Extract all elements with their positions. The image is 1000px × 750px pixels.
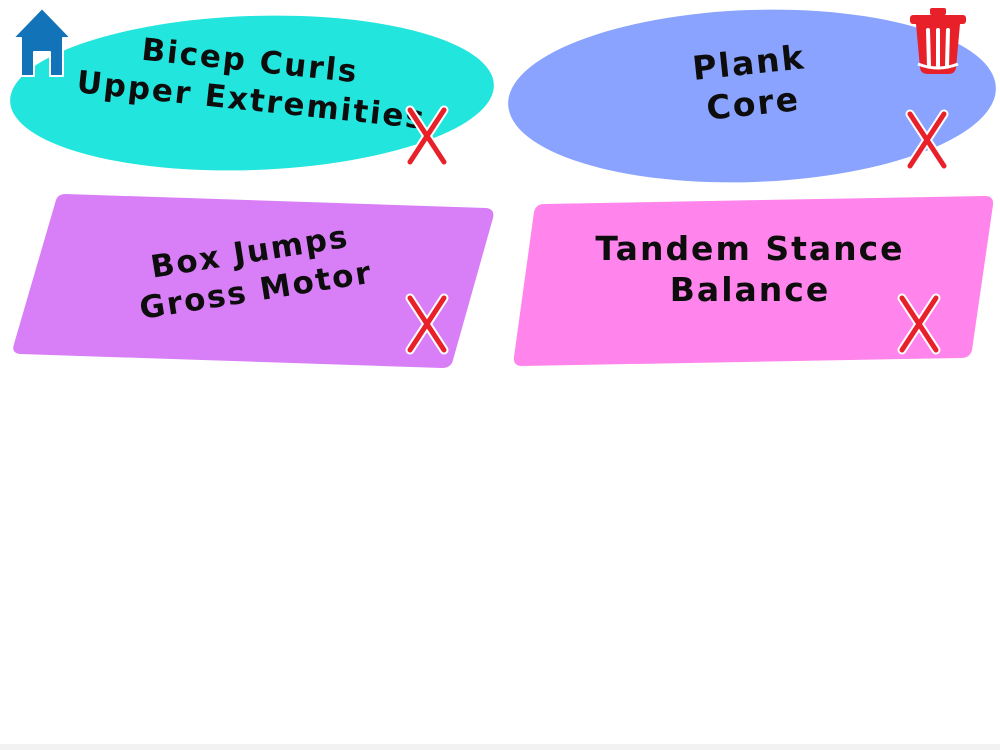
exercise-card-tandem-stance[interactable]: Tandem Stance Balance bbox=[510, 194, 998, 370]
home-icon[interactable] bbox=[10, 4, 74, 80]
exercise-card-bicep-curls[interactable]: Bicep Curls Upper Extremities bbox=[8, 12, 496, 174]
trash-icon[interactable] bbox=[906, 6, 970, 78]
close-x-icon[interactable] bbox=[404, 292, 450, 356]
bottom-edge-strip bbox=[0, 744, 1000, 750]
exercise-name: Tandem Stance bbox=[595, 229, 905, 268]
exercise-card-box-jumps[interactable]: Box Jumps Gross Motor bbox=[8, 188, 498, 372]
close-x-icon[interactable] bbox=[896, 292, 942, 356]
exercise-category: Balance bbox=[669, 270, 831, 310]
card-shape-parallelogram bbox=[513, 196, 994, 366]
close-x-icon[interactable] bbox=[904, 108, 950, 172]
card-label: Tandem Stance Balance bbox=[590, 228, 910, 311]
exercise-card-plank[interactable]: Plank Core bbox=[506, 4, 998, 184]
card-shape-ellipse bbox=[10, 15, 494, 171]
card-shape-parallelogram bbox=[13, 194, 494, 368]
close-x-icon[interactable] bbox=[404, 104, 450, 168]
card-shape-ellipse bbox=[508, 9, 996, 183]
